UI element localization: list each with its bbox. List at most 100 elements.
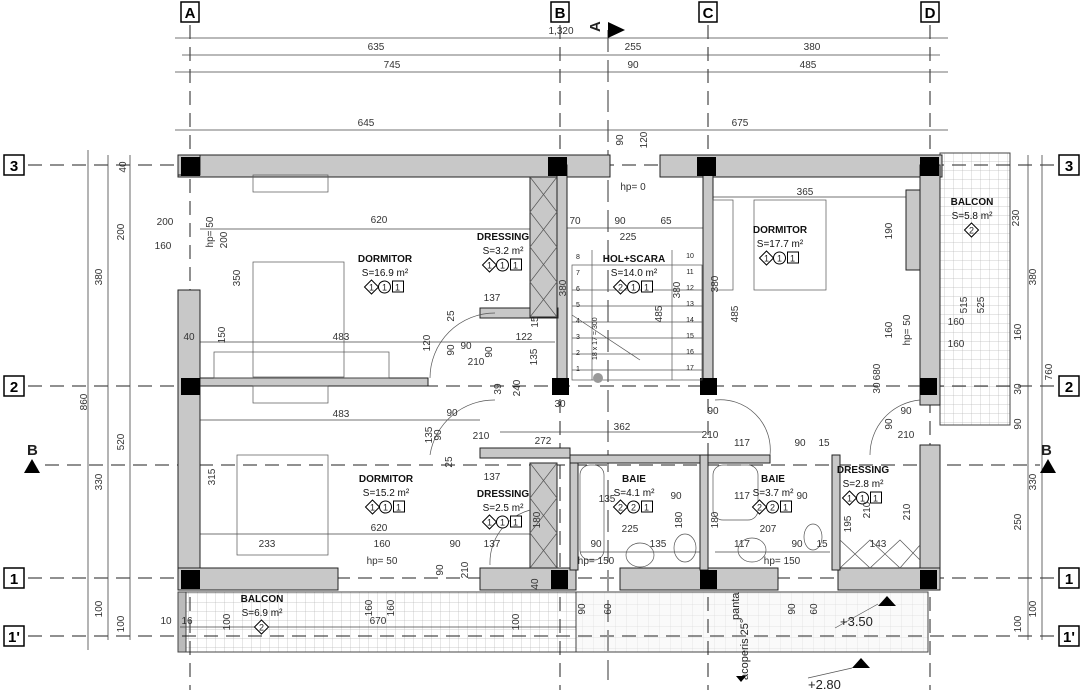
dimension-label: 180 (674, 511, 685, 528)
room-tag-square-icon: 1 (510, 258, 522, 271)
dimension-label: 620 (371, 215, 388, 226)
room-tag-value: 1 (783, 503, 788, 513)
dimension-label: 40 (530, 578, 541, 590)
dimension-label: 230 (1011, 209, 1022, 226)
room-tag-value: 1 (369, 283, 374, 293)
room-tag-diamond-icon: 2 (612, 279, 629, 295)
stair-step-number: 15 (686, 333, 694, 340)
room-name: DORMITOR (753, 225, 808, 236)
room-tag-square-icon: 1 (392, 280, 404, 293)
dimension-label: 380 (1028, 268, 1039, 285)
dimension-label: 120 (639, 131, 650, 148)
stair-step-number: 5 (576, 302, 580, 309)
dimension-label: 90 (627, 60, 639, 71)
room-tag-diamond-icon: 1 (363, 279, 380, 295)
room-tag-diamond-icon: 2 (963, 222, 980, 238)
bed-top (252, 261, 345, 378)
room-area: S=4.1 m² (614, 488, 656, 499)
axis-label: A (185, 5, 196, 22)
axis-label: 1' (1063, 629, 1075, 646)
roof-slope-label: panta (730, 592, 742, 620)
room-tag-diamond-icon: 1 (481, 514, 498, 530)
room-tag-square-icon: 1 (870, 491, 882, 504)
dimension-label: 160 (364, 599, 375, 616)
balcony-bottom-floor (177, 591, 577, 653)
room-area: S=15.2 m² (363, 488, 410, 499)
dimension-label: 160 (374, 539, 391, 550)
room-tag-square-icon: 1 (393, 500, 405, 513)
dimension-label: 117 (734, 539, 750, 550)
dimension-label: 635 (368, 42, 385, 53)
dimension-label: 100 (511, 613, 522, 630)
room-area: S=5.8 m² (952, 211, 994, 222)
dimension-label: 10 (160, 616, 172, 627)
dimension-label: 90 (614, 216, 626, 227)
dimension-label: 315 (207, 468, 218, 485)
axis-bubble-row-1-right: 3 (1058, 154, 1080, 176)
room-tag-square-icon: 1 (780, 500, 792, 513)
room-tag-value: 2 (618, 503, 623, 513)
dimension-label: 380 (710, 275, 721, 292)
dimension-label: 160 (1013, 323, 1024, 340)
dimension-label: hp= 50 (902, 314, 913, 345)
room-tag-diamond-icon: 1 (758, 250, 775, 266)
dimension-label: 90 (435, 564, 446, 576)
dimension-label: 380 (94, 268, 105, 285)
room-name: DORMITOR (359, 474, 414, 485)
level-marker-eave (852, 658, 870, 668)
axis-label: 2 (10, 379, 18, 396)
dimension-label: 100 (116, 615, 127, 632)
dimension-label: 160 (948, 339, 965, 350)
room-tag-value: 1 (777, 254, 782, 264)
dimension-label: 860 (79, 393, 90, 410)
dimension-label: 135 (599, 494, 616, 505)
room-tag-value: 1 (487, 261, 492, 271)
sink-1 (625, 542, 655, 568)
room-name: DORMITOR (358, 254, 413, 265)
dimension-label: 520 (116, 433, 127, 450)
axis-bubble-b: B (550, 1, 570, 23)
dimension-label: 120 (422, 334, 433, 351)
dimension-label: 90 (900, 406, 912, 417)
roof-area (575, 591, 929, 653)
dimension-label: 137 (484, 293, 501, 304)
dimension-label: 210 (702, 430, 719, 441)
wardrobe-top (252, 174, 329, 193)
room-tag-value: 1 (513, 518, 518, 528)
columns (181, 157, 939, 589)
dimension-label: 90 (449, 539, 461, 550)
stair-step-number: 1 (576, 366, 580, 373)
dimension-label: 30 (1013, 383, 1024, 395)
room-name: DRESSING (477, 232, 529, 243)
axis-label: C (703, 5, 714, 22)
dimension-label: 160 (155, 241, 172, 252)
room-tag-value: 1 (513, 261, 518, 271)
room-tag-value: 2 (757, 503, 762, 513)
axis-bubble-row-3-right: 1 (1058, 567, 1080, 589)
room-tag-value: 1 (370, 503, 375, 513)
dimension-label: hp= 150 (764, 556, 801, 567)
room-tag-value: 1 (644, 503, 649, 513)
dimension-label: 200 (219, 231, 230, 248)
dimension-label: 200 (157, 217, 174, 228)
room-tag-value: 1 (847, 494, 852, 504)
stair-step-number: 2 (576, 350, 580, 357)
dimension-label: 25 (446, 310, 457, 322)
room-tag-circle-icon: 1 (496, 258, 509, 272)
dimension-lines (87, 37, 1043, 650)
dimension-label: 135 (529, 348, 540, 365)
dimension-label: 483 (333, 409, 350, 420)
dimension-label: hp= 50 (367, 556, 398, 567)
axis-bubble-a: A (180, 1, 200, 23)
room-tag-square-icon: 1 (787, 251, 799, 264)
bed-bottom (236, 454, 329, 556)
stair-step-number: 6 (576, 286, 580, 293)
dimension-label: 210 (862, 501, 873, 518)
dimension-label: 135 (650, 539, 667, 550)
room-tag-value: 2 (770, 503, 775, 513)
dimension-label: 330 (1028, 473, 1039, 490)
dimension-label: 160 (386, 599, 397, 616)
